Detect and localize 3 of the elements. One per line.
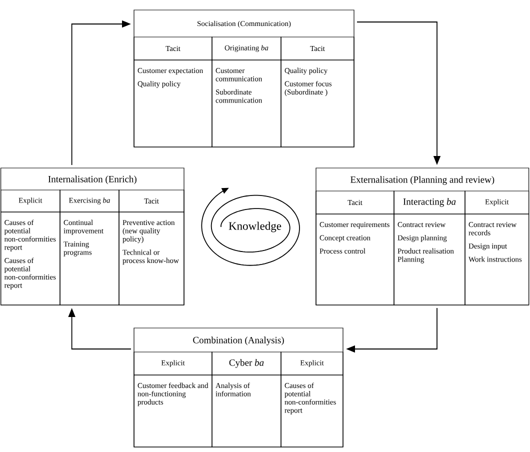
center-label: Knowledge [228,222,282,232]
header-cell: Cyber ba [212,352,282,376]
header-cell: Interacting ba [394,190,466,214]
